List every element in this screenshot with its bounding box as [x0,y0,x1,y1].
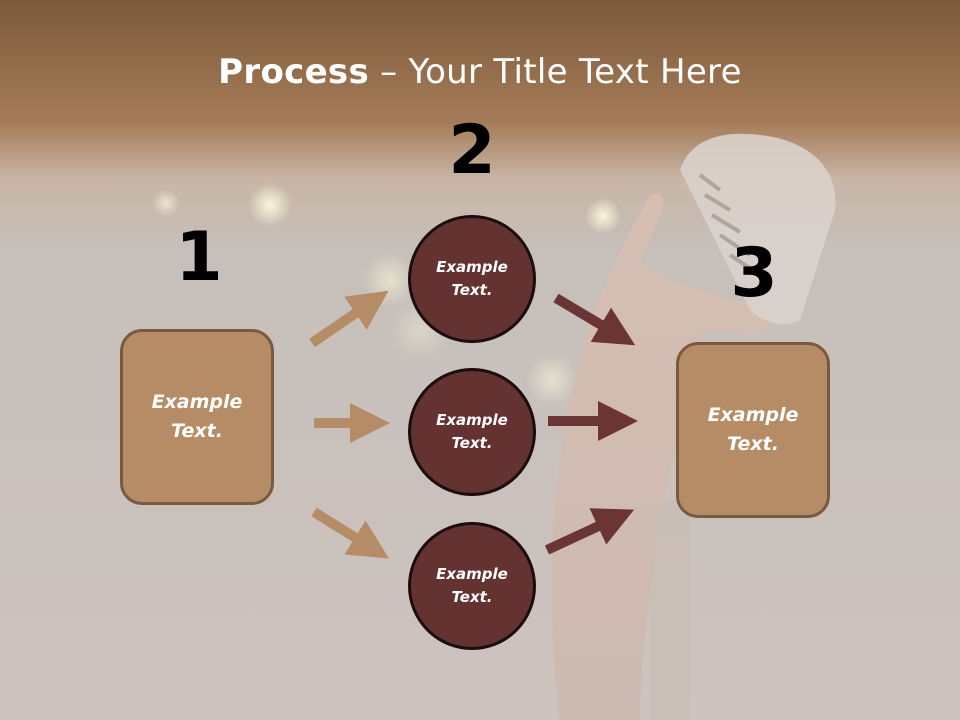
arrow-bottom-to-3 [544,508,635,555]
step-2-circle-middle: Example Text. [408,368,536,496]
step-2-circle-bottom: Example Text. [408,522,536,650]
step-number-1: 1 [175,218,223,297]
arrow-1-to-top [309,290,389,348]
step-number-2: 2 [448,111,496,190]
step-1-text: Example Text. [151,391,243,442]
arrow-top-to-3 [553,293,636,346]
step-2-circle-top: Example Text. [408,215,536,343]
page-title: Process – Your Title Text Here [0,52,960,92]
title-rest: – Your Title Text Here [369,52,742,92]
step-3-box: Example Text. [676,342,830,518]
step-3-text: Example Text. [707,404,799,455]
arrow-1-to-bottom [311,507,389,559]
step-number-3: 3 [730,234,778,313]
title-bold: Process [218,52,370,92]
circle-bottom-text: Example Text. [436,565,508,606]
step-1-box: Example Text. [120,329,274,505]
circle-middle-text: Example Text. [436,411,508,452]
circle-top-text: Example Text. [436,258,508,299]
